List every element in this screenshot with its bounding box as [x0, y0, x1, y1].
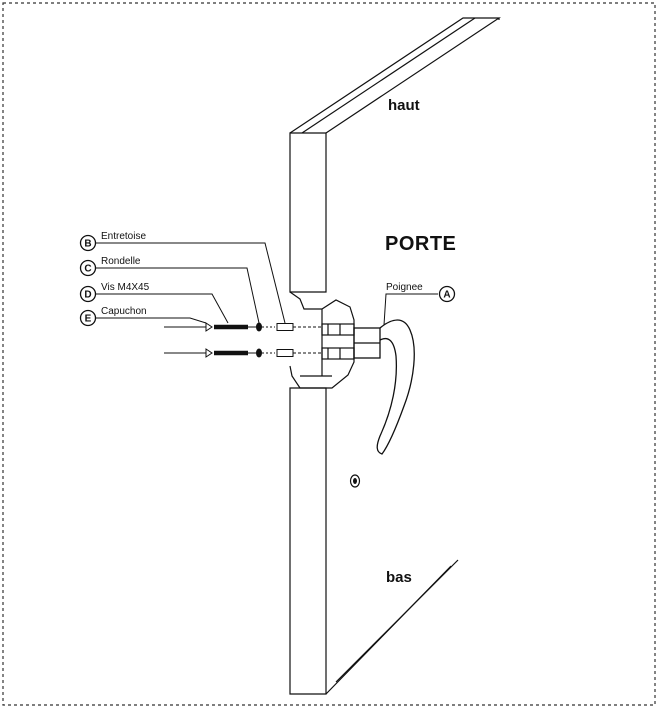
label-entretoise: Entretoise	[101, 231, 146, 242]
callout-B-letter: B	[84, 239, 91, 250]
label-rondelle: Rondelle	[101, 256, 141, 267]
screw-assembly	[164, 322, 322, 358]
door-panel	[289, 17, 501, 695]
label-capuchon: Capuchon	[101, 306, 147, 317]
washer-lower	[256, 348, 262, 358]
door-top-inner-line	[301, 17, 476, 134]
callout-C-letter: C	[84, 264, 91, 275]
spindle-hole-upper	[321, 323, 355, 336]
spacer-lower	[276, 349, 294, 357]
leader-D	[96, 293, 229, 324]
label-poignee: Poignee	[386, 282, 423, 293]
callout-B: B	[79, 234, 97, 252]
label-haut: haut	[388, 97, 420, 114]
keyhole-icon	[349, 474, 361, 488]
handle-A	[353, 319, 415, 455]
callout-E-letter: E	[85, 314, 92, 325]
page-frame	[2, 2, 656, 706]
door-edge-lower	[289, 387, 327, 695]
leader-lines	[96, 242, 438, 326]
door-bottom-line-2	[335, 559, 459, 683]
cap-upper	[205, 322, 213, 332]
door-top-face	[289, 17, 501, 134]
callout-C: C	[79, 259, 97, 277]
label-vis: Vis M4X45	[101, 282, 150, 293]
callout-A: A	[438, 285, 456, 303]
door-cutaway	[289, 291, 355, 389]
handle-lever	[376, 319, 415, 455]
label-bas: bas	[386, 569, 412, 586]
callout-D: D	[79, 285, 97, 303]
washer-upper	[256, 322, 262, 332]
leader-E	[96, 317, 207, 324]
leader-C	[96, 267, 260, 324]
label-porte: PORTE	[385, 233, 456, 255]
leader-A	[383, 293, 438, 326]
callout-D-letter: D	[84, 290, 91, 301]
spindle-hole-lower	[321, 347, 355, 360]
callout-A-letter: A	[443, 290, 450, 301]
spacer-upper	[276, 323, 294, 331]
callout-E: E	[79, 309, 97, 327]
leader-B	[96, 242, 286, 324]
cap-lower	[205, 348, 213, 358]
door-edge-upper	[289, 132, 327, 293]
